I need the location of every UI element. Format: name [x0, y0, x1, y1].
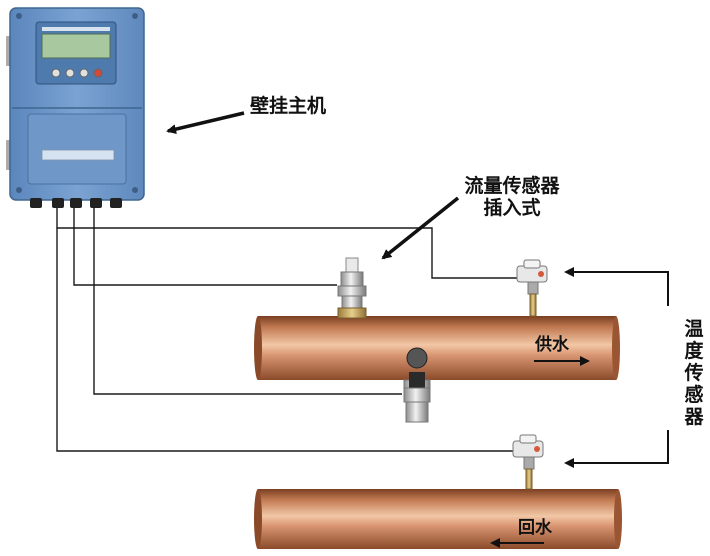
wire-flow-sensor-bottom: [93, 205, 402, 395]
wiring: [56, 205, 520, 452]
flow-sensor-bottom: [403, 347, 431, 423]
temp-sensor-bracket: [566, 271, 669, 306]
temp-sensor-label-char: 器: [684, 406, 704, 428]
keypad-button-1[interactable]: [51, 68, 61, 78]
lcd-screen: [41, 33, 111, 59]
flow-sensor-callout-arrow: [381, 196, 460, 260]
wire-temp-return: [56, 228, 514, 452]
flow-sensor-label-line2: 插入式: [483, 196, 541, 219]
temp-sensor-label: 温 度 传 感 器: [682, 318, 706, 428]
host-label: 壁挂主机: [250, 95, 327, 117]
temp-sensor-supply: [516, 259, 548, 317]
keypad-button-2[interactable]: [65, 68, 75, 78]
return-pipe: [254, 489, 622, 549]
supply-pipe: [254, 316, 620, 380]
flow-sensor-label: 流量传感器 插入式: [452, 175, 572, 220]
supply-label: 供水: [535, 335, 569, 355]
keypad-button-4[interactable]: [93, 68, 103, 78]
flow-sensor-label-line1: 流量传感器: [464, 175, 560, 197]
flow-sensor-top: [337, 257, 367, 319]
keypad-button-3[interactable]: [79, 68, 89, 78]
callout-arrows: [166, 111, 669, 548]
nameplate: [41, 149, 115, 161]
temp-sensor-label-char: 传: [684, 362, 704, 384]
host-callout-arrow: [166, 111, 245, 135]
wire-flow-sensor-top: [73, 205, 337, 286]
temp-sensor-label-char: 感: [684, 384, 704, 406]
temp-sensor-return: [512, 434, 544, 490]
temp-sensor-label-char: 度: [684, 340, 704, 362]
wire-temp-supply: [56, 205, 520, 279]
return-label: 回水: [518, 518, 552, 538]
temp-sensor-label-char: 温: [684, 318, 704, 340]
wall-mounted-host: [6, 7, 145, 208]
